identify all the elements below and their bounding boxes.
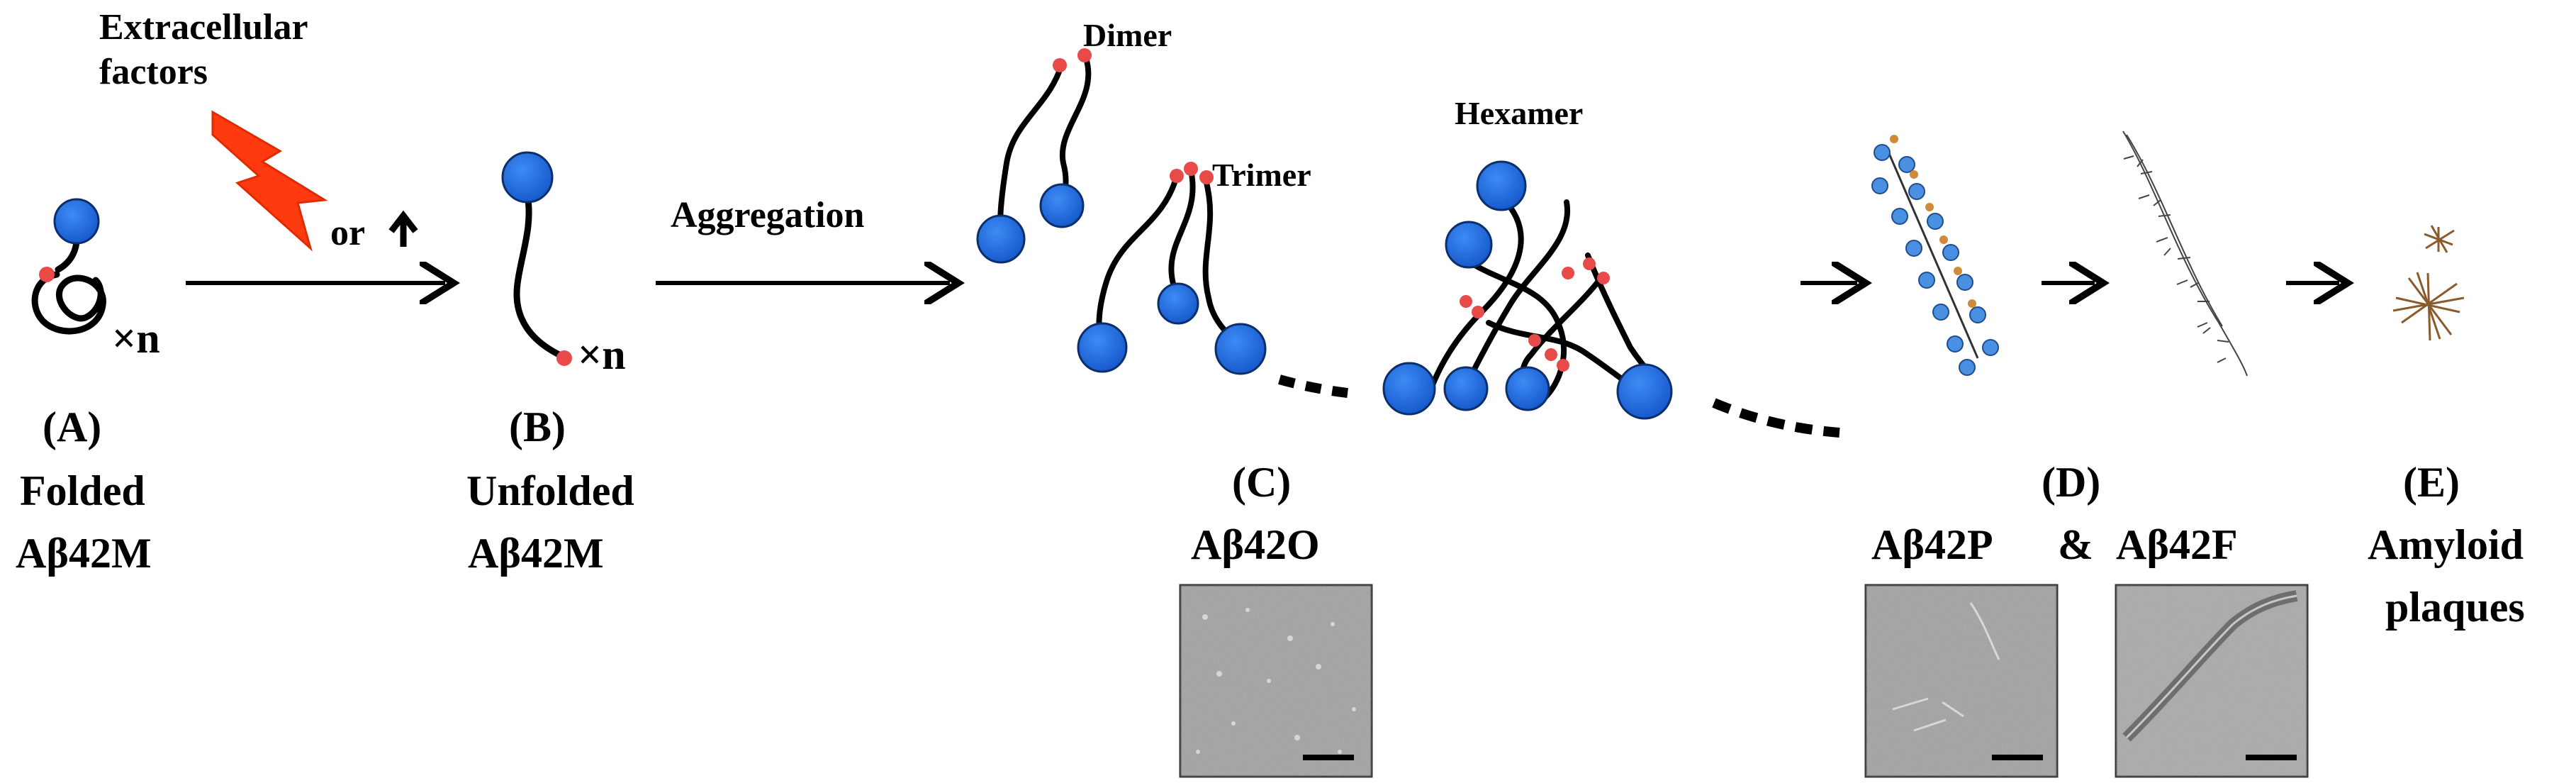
panel-d-line1a: Aβ42P <box>1871 521 1993 568</box>
times-n-b: ×n <box>578 331 626 378</box>
panel-a-line1: Folded <box>20 467 145 514</box>
trimer-label: Trimer <box>1212 157 1311 193</box>
amyloid-plaque-large-icon <box>2392 272 2465 341</box>
panel-e-letter: (E) <box>2403 459 2460 506</box>
micrograph-oligomer <box>1179 584 1373 778</box>
panel-b-letter: (B) <box>509 404 566 450</box>
hexamer-label: Hexamer <box>1455 95 1583 131</box>
trimer-icon <box>1077 162 1267 375</box>
panel-b-line1: Unfolded <box>466 467 634 514</box>
panel-b-line2: Aβ42M <box>468 530 604 577</box>
dotted-connector-2 <box>1712 398 1840 438</box>
dimer-icon <box>976 48 1092 264</box>
unfolded-monomer-icon <box>501 151 572 366</box>
up-arrow-icon <box>388 210 418 247</box>
panel-d-amp: & <box>2058 521 2093 568</box>
extracellular-label-line1: Extracellular <box>99 7 308 48</box>
panel-a-line2: Aβ42M <box>16 530 152 577</box>
panel-a-letter: (A) <box>43 404 101 450</box>
times-n-a: ×n <box>112 315 160 362</box>
panel-d-letter: (D) <box>2042 459 2100 506</box>
folded-monomer-icon <box>31 198 106 335</box>
hexamer-icon <box>1382 160 1673 420</box>
lightning-bolt-icon <box>211 110 328 252</box>
dimer-label: Dimer <box>1083 17 1172 53</box>
or-label: or <box>330 213 365 253</box>
panel-c-letter: (C) <box>1232 459 1291 506</box>
amyloid-plaque-small-icon <box>2424 225 2455 253</box>
fibril-icon <box>2122 130 2248 377</box>
panel-d-line1b: Aβ42F <box>2116 521 2238 568</box>
protofibril-icon <box>1871 135 1999 376</box>
micrograph-protofibril <box>1864 584 2059 778</box>
extracellular-label-line2: factors <box>99 52 208 92</box>
panel-e-line1: Amyloid <box>2368 521 2524 568</box>
micrograph-fibril <box>2115 584 2309 778</box>
aggregation-label: Aggregation <box>671 195 865 235</box>
dotted-connector-1 <box>1278 374 1355 399</box>
panel-e-line2: plaques <box>2385 584 2525 631</box>
panel-c-line1: Aβ42O <box>1191 521 1320 568</box>
